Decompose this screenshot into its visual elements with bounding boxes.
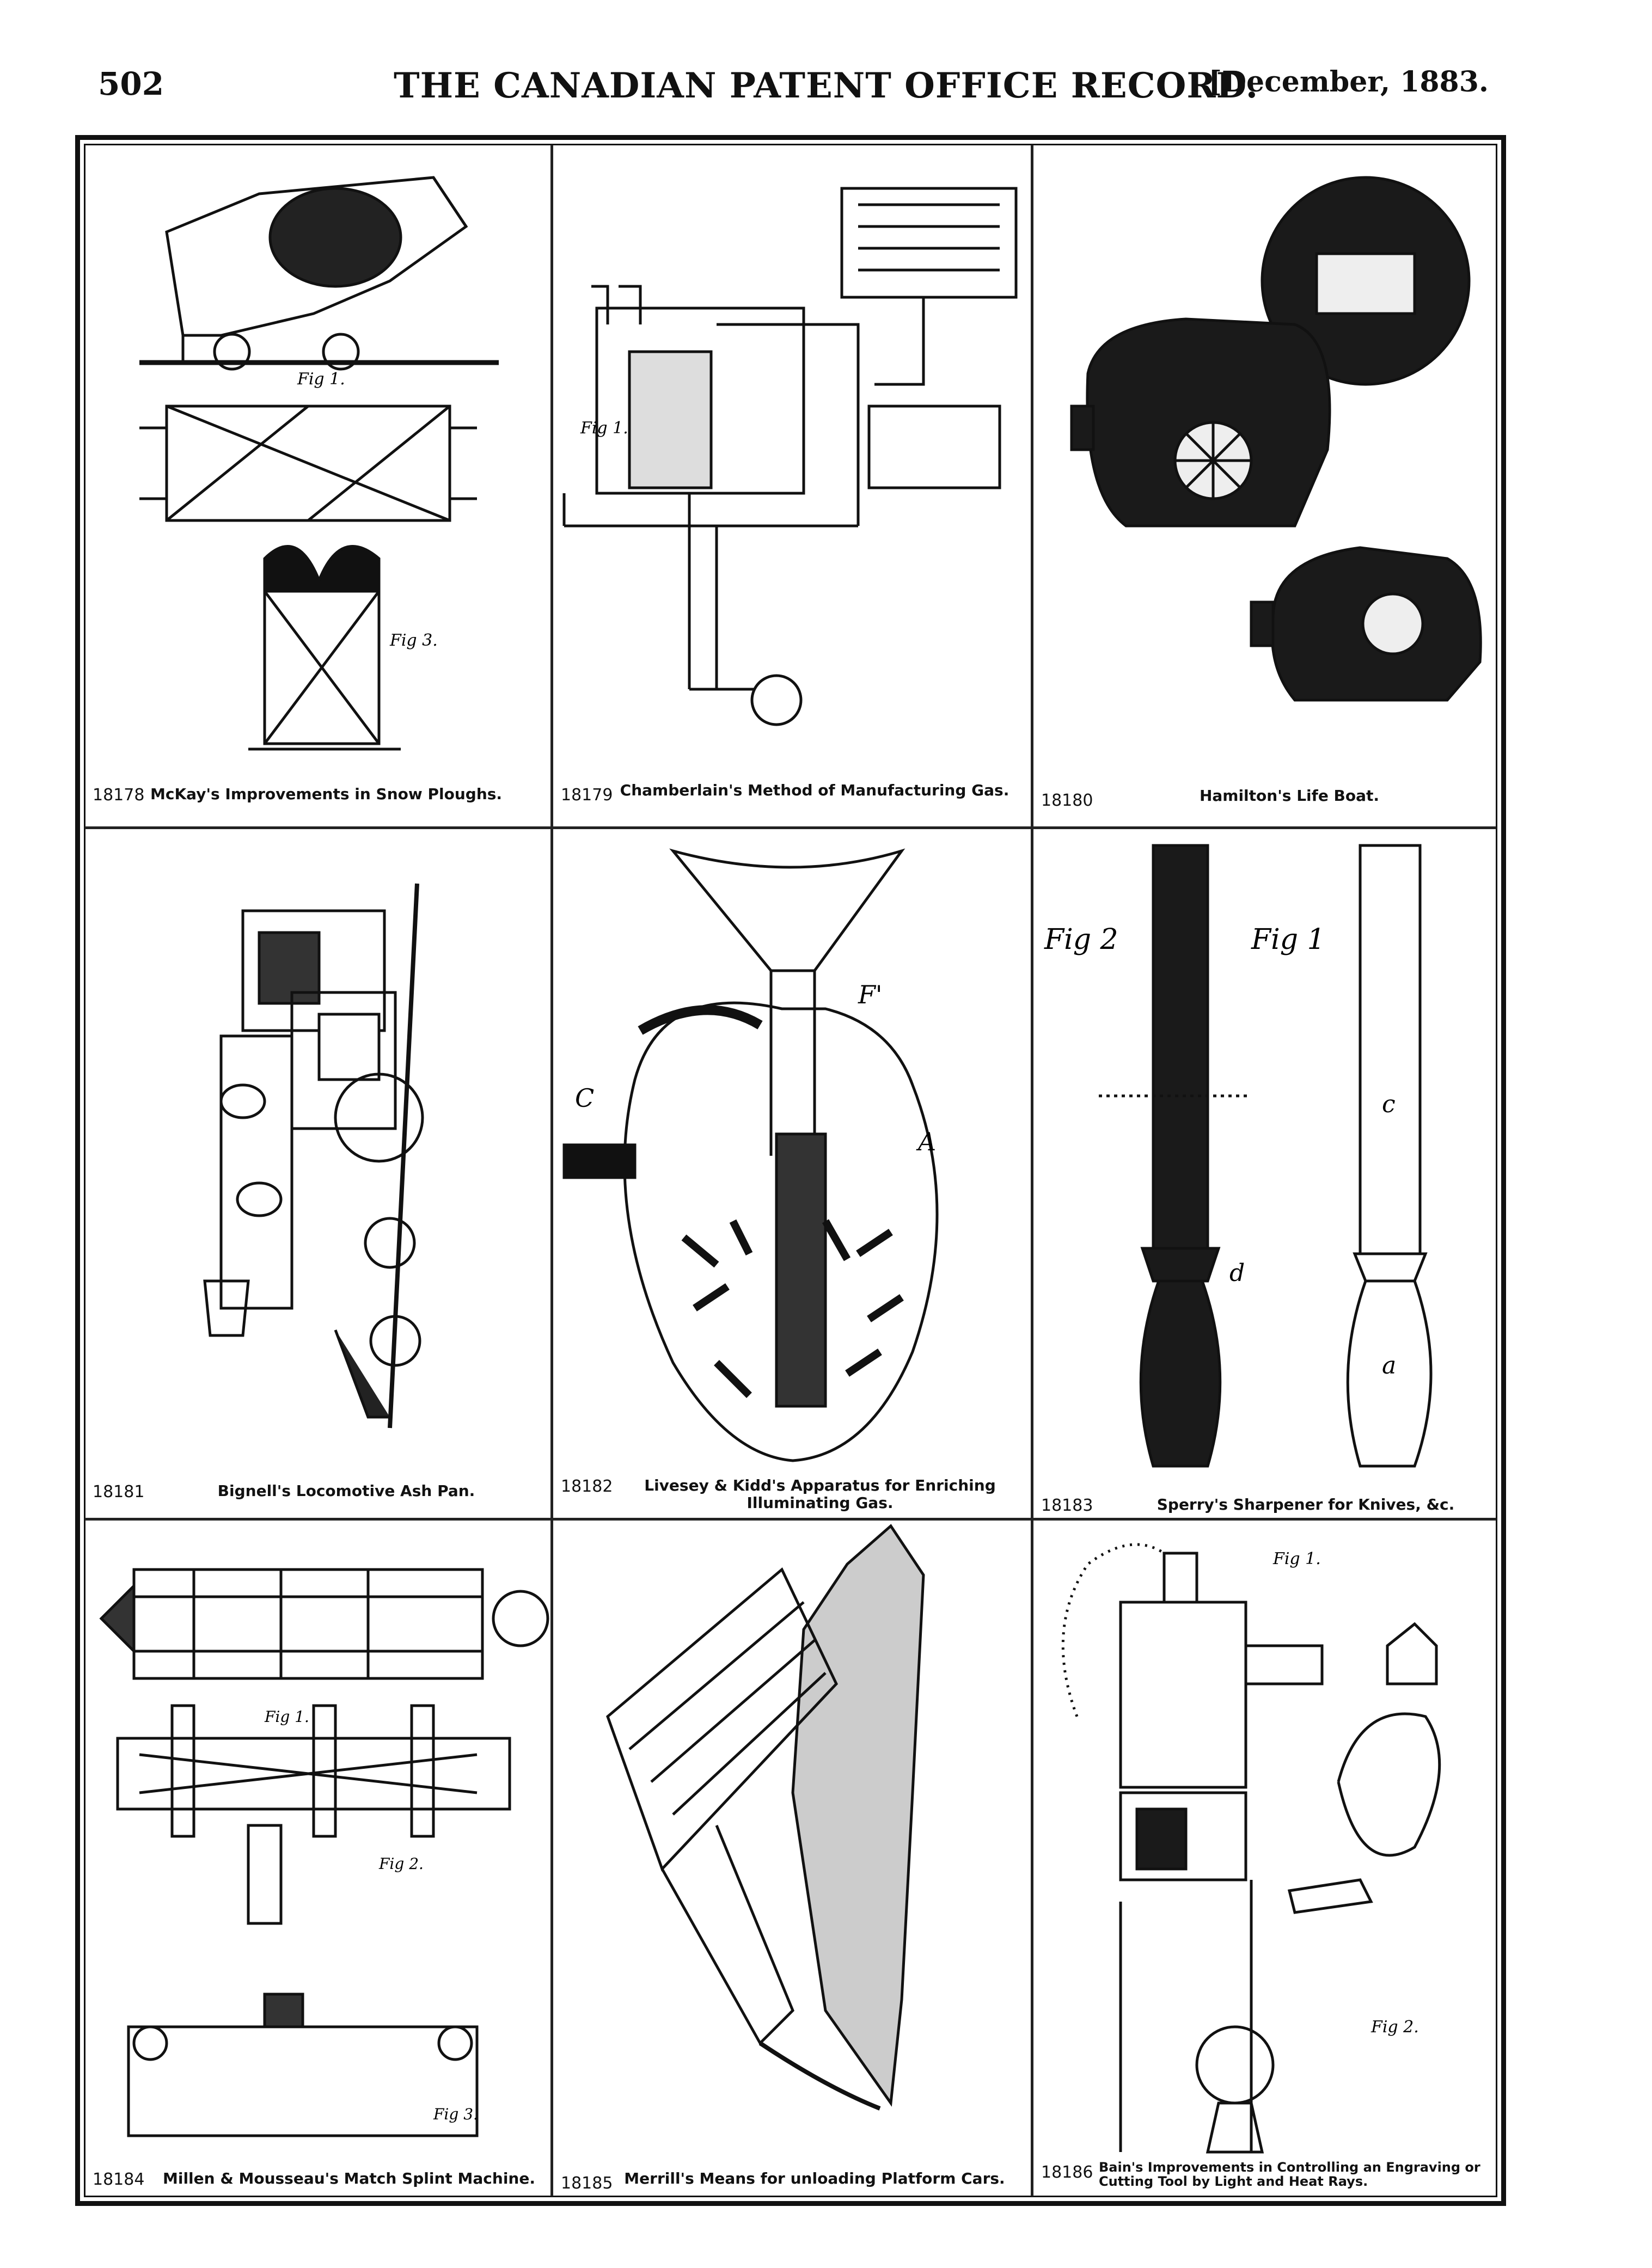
fig-label: Fig 3.: [433, 2105, 478, 2123]
fig-label: C: [575, 1083, 594, 1113]
plate-border: [75, 135, 1506, 2206]
patent-18183: Fig 2 Fig 1 c a d 18183 Sperry's Sharpen…: [1033, 829, 1496, 1518]
fig-label: c: [1382, 1090, 1396, 1118]
fig-label: A: [916, 1127, 936, 1156]
fig-label: Fig 2.: [378, 1855, 424, 1873]
patent-number: 18179: [561, 786, 613, 805]
patent-18180: 18180 Hamilton's Life Boat.: [1033, 145, 1496, 826]
page-title: THE CANADIAN PATENT OFFICE RECORD.: [393, 65, 1259, 106]
patent-number: 18178: [93, 786, 145, 805]
fig-label: Fig 1.: [580, 419, 628, 438]
patent-number: 18185: [561, 2174, 613, 2193]
fig-label: Fig 1.: [264, 1708, 309, 1726]
life-boat-drawing: [1070, 176, 1482, 702]
issue-date: [December, 1883.: [1208, 65, 1489, 99]
patent-18179: Fig 1. 18179 Chamberlain's Method of Man…: [553, 145, 1031, 826]
patent-18178: Fig 1. Fig 3. 18178 McKay's Improvements…: [85, 145, 550, 826]
patent-number: 18183: [1041, 1496, 1093, 1515]
patent-caption: McKay's Improvements in Snow Ploughs.: [150, 785, 503, 803]
patent-18186: Fig 1. Fig 2. 18186 Bain's Improvements …: [1033, 1521, 1496, 2196]
patent-caption: Sperry's Sharpener for Knives, &c.: [1157, 1495, 1455, 1513]
fig-label: Fig 3.: [389, 631, 438, 650]
patent-18181: 18181 Bignell's Locomotive Ash Pan.: [85, 829, 550, 1518]
patent-caption: Bain's Improvements in Controlling an En…: [1099, 2160, 1480, 2189]
fig-label: Fig 2: [1044, 923, 1118, 956]
patent-18182: F' A C 18182 Livesey & Kidd's Apparatus …: [553, 829, 1031, 1518]
gas-enricher-drawing: F' A C: [562, 848, 939, 1462]
knife-sharpener-drawing: Fig 2 Fig 1 c a d: [1044, 844, 1433, 1468]
fig-label: Fig 1.: [1272, 1549, 1321, 1568]
patent-caption: Livesey & Kidd's Apparatus for Enriching…: [644, 1476, 996, 1512]
patent-number: 18180: [1041, 791, 1093, 810]
patent-number: 18181: [93, 1482, 145, 1501]
engraving-tool-drawing: Fig 1. Fig 2.: [1061, 1543, 1441, 2154]
fig-label: d: [1229, 1259, 1245, 1287]
patent-18185: 18185 Merrill's Means for unloading Plat…: [553, 1521, 1031, 2196]
gas-apparatus-drawing: Fig 1.: [562, 187, 1018, 726]
patent-caption: Merrill's Means for unloading Platform C…: [624, 2169, 1005, 2187]
column-divider: [1031, 145, 1033, 2196]
match-machine-drawing: Fig 1. Fig 2. Fig 3.: [99, 1568, 549, 2137]
locomotive-drawing: [203, 883, 424, 1429]
platform-car-drawing: [606, 1524, 925, 2111]
patent-number: 18186: [1041, 2163, 1093, 2182]
row-divider: [85, 826, 1496, 829]
column-divider: [550, 145, 553, 2196]
fig-label: a: [1382, 1352, 1396, 1380]
patent-caption: Chamberlain's Method of Manufacturing Ga…: [620, 781, 1009, 799]
patent-18184: Fig 1. Fig 2. Fig 3. 18184 Millen & Mous…: [85, 1521, 550, 2196]
snow-plough-drawing: Fig 1. Fig 3.: [139, 176, 499, 751]
fig-label: F': [858, 980, 883, 1009]
patent-number: 18184: [93, 2170, 145, 2189]
plate-inner-border: [84, 144, 1497, 2197]
patent-caption: Millen & Mousseau's Match Splint Machine…: [162, 2169, 535, 2187]
fig-label: Fig 1: [1251, 923, 1325, 956]
page-number: 502: [98, 65, 164, 102]
fig-label: Fig 1.: [297, 370, 345, 389]
patent-caption: Hamilton's Life Boat.: [1199, 787, 1380, 805]
fig-label: Fig 2.: [1370, 2018, 1419, 2037]
patent-caption: Bignell's Locomotive Ash Pan.: [217, 1482, 475, 1500]
patent-number: 18182: [561, 1477, 613, 1496]
row-divider: [85, 1518, 1496, 1521]
